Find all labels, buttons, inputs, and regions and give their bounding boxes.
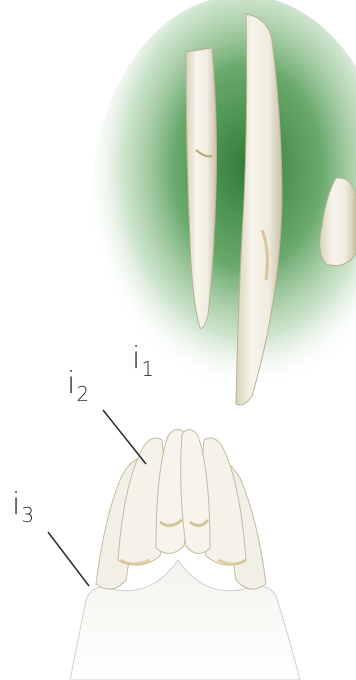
label-i1-subscript: 1 bbox=[141, 357, 154, 381]
label-i1: i1 bbox=[132, 344, 154, 374]
label-i3: i3 bbox=[12, 490, 34, 520]
label-i1-letter: i bbox=[132, 341, 140, 376]
label-i2: i2 bbox=[67, 369, 89, 399]
label-i2-letter: i bbox=[67, 366, 75, 401]
label-i2-subscript: 2 bbox=[76, 382, 89, 406]
label-i3-letter: i bbox=[12, 487, 20, 522]
leader-line-i3 bbox=[48, 532, 89, 586]
leader-line-i2 bbox=[103, 410, 146, 464]
label-i3-subscript: 3 bbox=[21, 503, 34, 527]
